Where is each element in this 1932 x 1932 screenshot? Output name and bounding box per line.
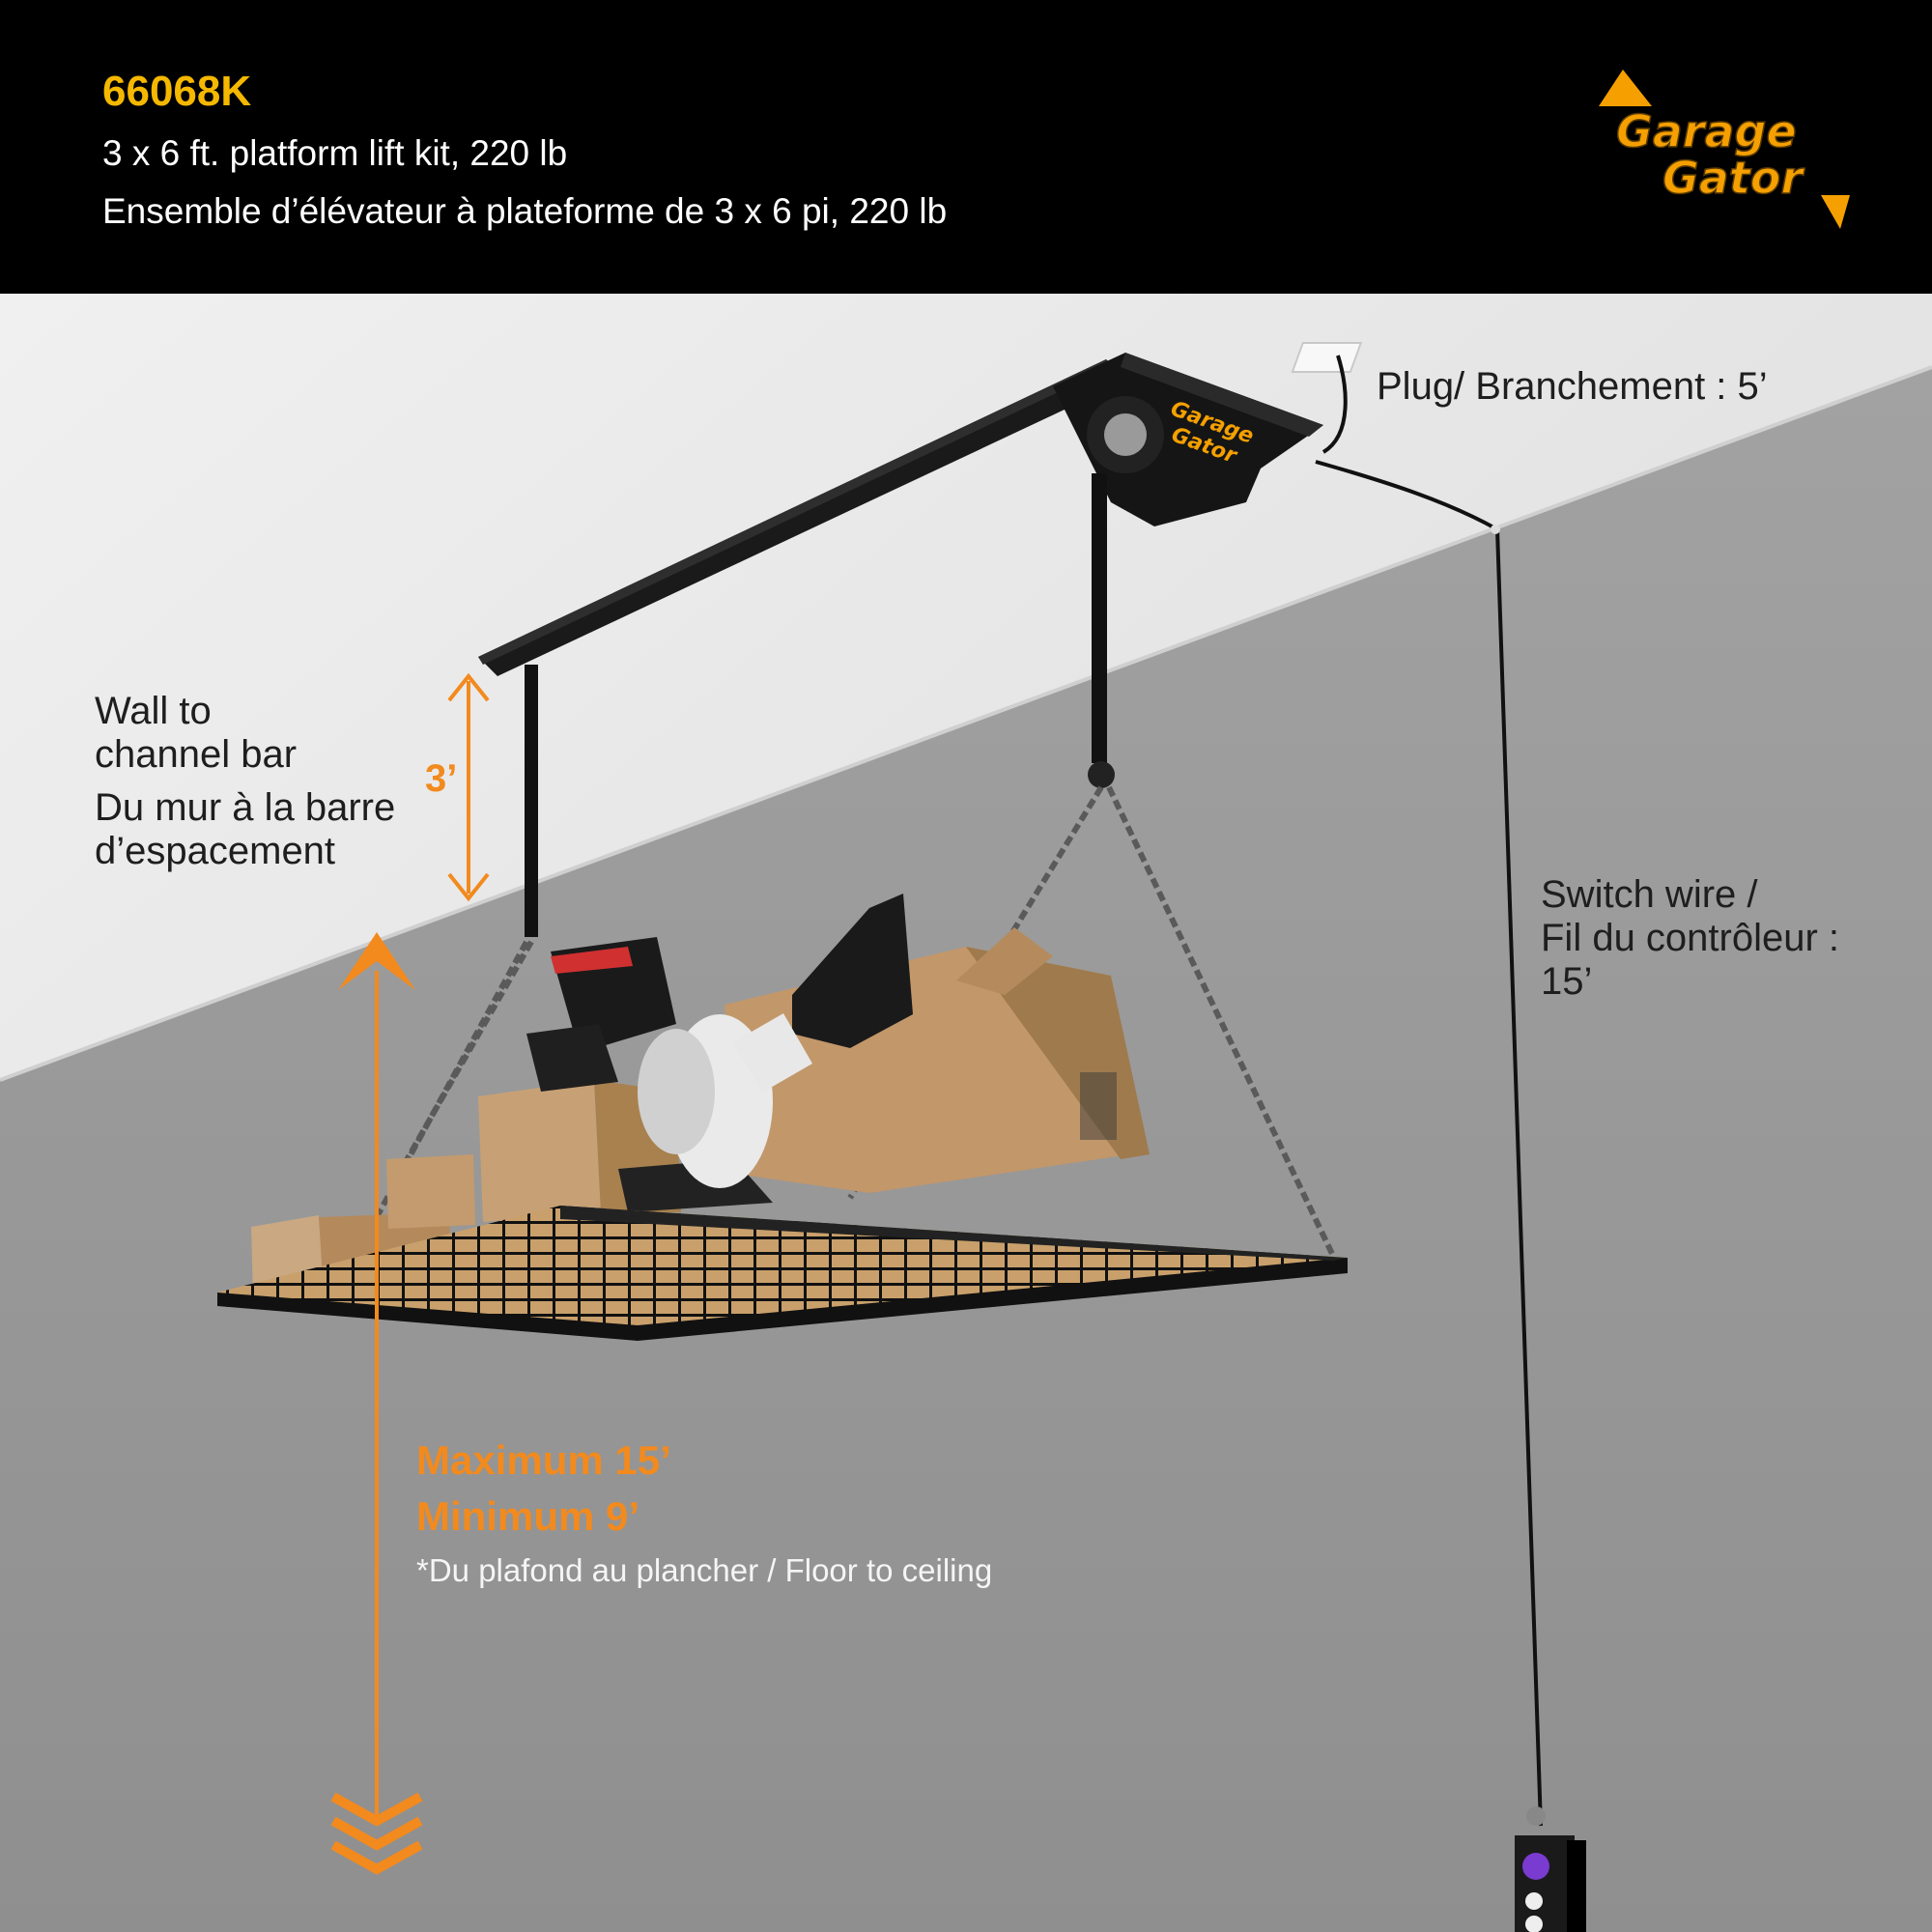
- switch-wire: [1315, 460, 1543, 1827]
- wall-label-fr: Du mur à la barre d’espacement: [95, 786, 396, 872]
- wall-to-channel-label: Wall to channel bar Du mur à la barre d’e…: [95, 690, 395, 873]
- miter-saw: [526, 894, 913, 1212]
- svg-text:Garage: Garage: [1616, 105, 1797, 157]
- motor-housing: [1053, 353, 1323, 526]
- channel-gap-label: 3’: [425, 757, 458, 800]
- model-number: 66068K: [102, 68, 252, 115]
- ceiling-outlet: [1291, 342, 1363, 373]
- plug-label: Plug/ Branchement : 5’: [1377, 365, 1768, 408]
- svg-text:Gator: Gator: [1662, 152, 1805, 204]
- title-french: Ensemble d’élévateur à plateforme de 3 x…: [102, 191, 948, 231]
- floor-to-ceiling-note: *Du plafond au plancher / Floor to ceili…: [416, 1552, 993, 1588]
- storage-platform: [217, 1206, 1348, 1341]
- title-english: 3 x 6 ft. platform lift kit, 220 lb: [102, 133, 568, 173]
- header-bar: [0, 0, 1932, 294]
- wall-label-en: Wall to channel bar: [95, 690, 298, 776]
- switch-wire-label: Switch wire / Fil du contrôleur : 15’: [1541, 873, 1840, 1003]
- floor-to-ceiling-arrow: [330, 932, 423, 1875]
- right-strap: [1092, 473, 1107, 763]
- ceiling-edge: [0, 365, 1932, 1082]
- remote-switch-box: [1515, 1806, 1586, 1932]
- maximum-height-label: Maximum 15’: [416, 1437, 671, 1483]
- pulley-right: [1088, 761, 1115, 788]
- channel-gap-arrow: [447, 672, 490, 902]
- minimum-height-label: Minimum 9’: [416, 1493, 640, 1539]
- left-strap: [525, 665, 538, 937]
- plug-cord: [1321, 355, 1348, 454]
- channel-bar: [478, 359, 1130, 676]
- garage-gator-logo: Garage Gator: [1599, 70, 1850, 229]
